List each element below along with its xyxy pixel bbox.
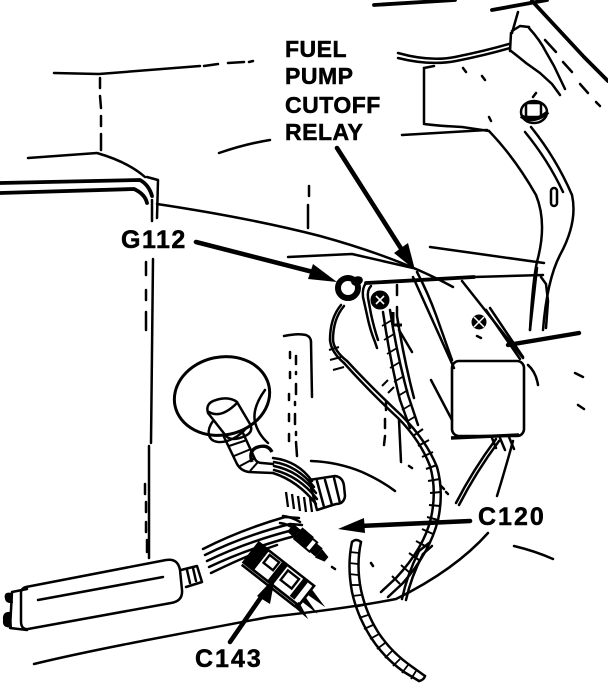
svg-text:C120: C120: [478, 503, 546, 531]
svg-text:RELAY: RELAY: [285, 119, 363, 145]
svg-text:G112: G112: [121, 226, 187, 254]
svg-text:CUTOFF: CUTOFF: [285, 92, 381, 118]
svg-text:C143: C143: [195, 645, 263, 673]
svg-text:FUEL: FUEL: [285, 36, 347, 62]
svg-text:PUMP: PUMP: [285, 63, 353, 89]
